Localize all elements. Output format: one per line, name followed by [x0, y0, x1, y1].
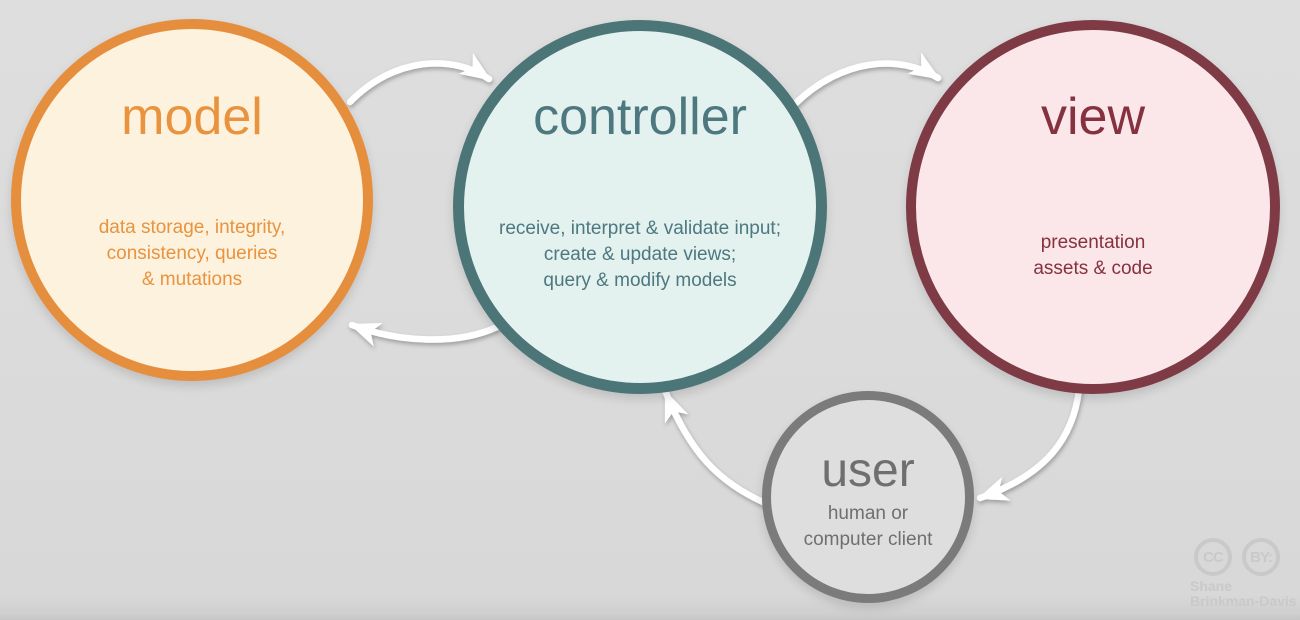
node-view: view presentation assets & code: [906, 20, 1280, 394]
cc-by-icon: BY:: [1242, 538, 1280, 576]
node-controller: controller receive, interpret & validate…: [453, 20, 827, 394]
node-model-title: model: [121, 88, 263, 146]
node-user-description: human or computer client: [803, 503, 933, 550]
node-model-description: data storage, integrity, consistency, qu…: [98, 217, 286, 290]
node-controller-description: receive, interpret & validate input; cre…: [499, 218, 781, 291]
arrow-view-to-user: [976, 386, 1083, 502]
node-view-title: view: [1040, 88, 1146, 146]
node-view-description: presentation assets & code: [1033, 232, 1153, 279]
arrow-controller-to-model: [348, 321, 501, 347]
node-user-title: user: [821, 444, 915, 497]
cc-icon: CC: [1194, 538, 1232, 576]
node-controller-title: controller: [533, 88, 747, 146]
node-model: model data storage, integrity, consisten…: [11, 19, 373, 381]
author-name: Shane Brinkman-Davis: [1190, 578, 1297, 609]
arrow-user-to-controller: [662, 389, 769, 507]
node-user: user human or computer client: [762, 391, 974, 603]
